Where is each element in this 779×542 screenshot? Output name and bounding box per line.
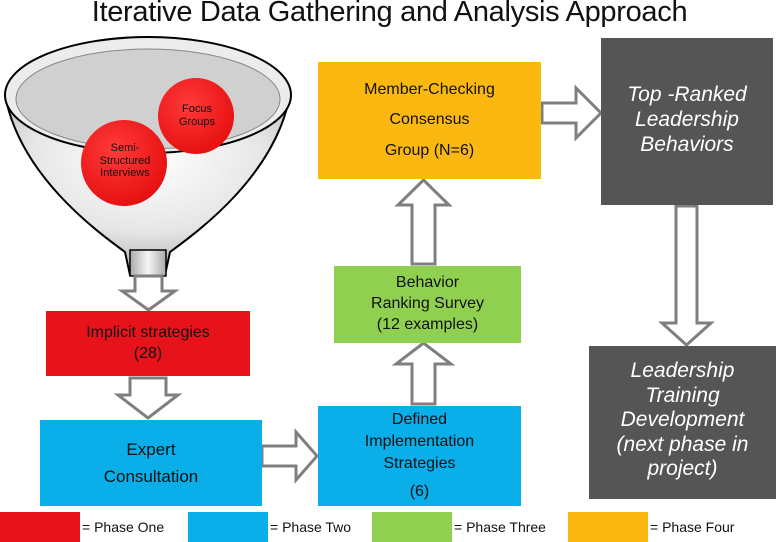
defined-line-4: (6)	[409, 483, 430, 501]
focus-groups-label: Focus Groups	[178, 103, 216, 128]
training-line-1: Leadership	[630, 359, 735, 382]
training-line-4: (next phase in	[616, 432, 749, 456]
defined-line-3: Strategies	[383, 454, 456, 472]
expert-line-2: Consultation	[103, 467, 199, 486]
legend-label-phase-three: = Phase Three	[454, 519, 546, 535]
defined-strategies-box: Defined Implementation Strategies (6)	[318, 406, 521, 506]
defined-line-2: Implementation	[364, 432, 475, 450]
member-line-2: Consensus	[389, 111, 470, 129]
legend-label-phase-four: = Phase Four	[650, 519, 735, 535]
expert-consultation-box: Expert Consultation	[40, 420, 262, 506]
semi-structured-interviews-label: Semi-Structured Interviews	[99, 142, 151, 180]
focus-groups-circle	[158, 78, 234, 154]
legend-swatch-phase-two	[188, 512, 268, 542]
implicit-strategies-box: Implicit strategies (28)	[46, 311, 250, 376]
member-line-3: Group (N=6)	[384, 141, 475, 159]
diagram-title: Iterative Data Gathering and Analysis Ap…	[91, 0, 688, 28]
top-line-1: Top -Ranked	[627, 83, 747, 106]
arrow-top-to-training	[658, 204, 715, 348]
defined-line-1: Defined	[391, 411, 448, 429]
member-checking-box: Member-Checking Consensus Group (N=6)	[318, 62, 541, 179]
arrow-ranking-to-member	[394, 177, 453, 266]
expert-line-1: Expert	[126, 439, 176, 459]
top-ranked-behaviors-box: Top -Ranked Leadership Behaviors	[601, 38, 773, 205]
top-line-2: Leadership	[635, 108, 739, 132]
legend-swatch-phase-one	[0, 512, 80, 542]
implicit-line-1: Implicit strategies	[86, 323, 210, 341]
ranking-line-3: (12 examples)	[376, 315, 479, 333]
ranking-line-2: Ranking Survey	[371, 295, 484, 313]
arrow-implicit-to-expert	[113, 376, 183, 420]
member-line-1: Member-Checking	[364, 80, 495, 98]
ranking-line-1: Behavior	[395, 274, 460, 292]
semi-structured-interviews-circle	[81, 120, 167, 206]
arrow-expert-to-defined	[260, 428, 319, 484]
arrow-member-to-top	[540, 84, 604, 142]
training-line-2: Training	[645, 383, 720, 407]
behavior-ranking-survey-box: Behavior Ranking Survey (12 examples)	[334, 266, 521, 343]
training-line-3: Development	[620, 408, 745, 432]
legend-swatch-phase-four	[568, 512, 648, 542]
arrow-funnel-to-implicit	[117, 274, 180, 312]
implicit-line-2: (28)	[133, 344, 163, 362]
leadership-training-box: Leadership Training Development (next ph…	[589, 346, 776, 499]
arrow-defined-to-ranking	[391, 341, 456, 406]
legend-label-phase-one: = Phase One	[82, 519, 165, 535]
legend-label-phase-two: = Phase Two	[270, 519, 352, 535]
legend-swatch-phase-three	[372, 512, 452, 542]
top-line-3: Behaviors	[640, 133, 734, 157]
training-line-5: project)	[647, 457, 718, 481]
